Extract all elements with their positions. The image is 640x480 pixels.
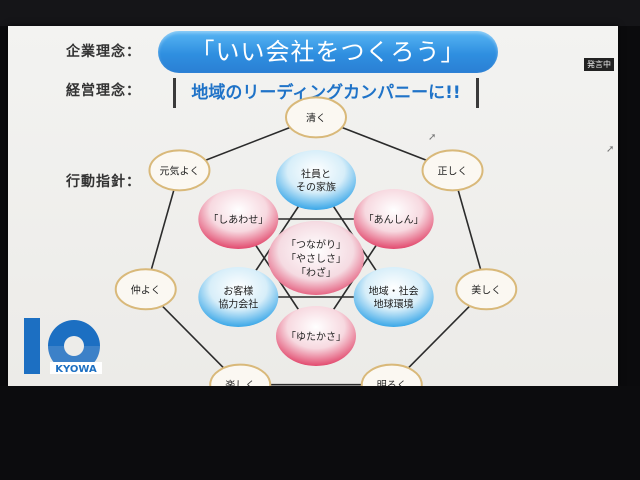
monitor-bezel-bottom bbox=[0, 386, 640, 480]
inner-node-label: 地球環境 bbox=[374, 298, 414, 311]
center-label: 「やさしさ」 bbox=[286, 253, 346, 265]
cursor-icon: ➚ bbox=[606, 144, 615, 155]
management-philosophy-banner: 地域のリーディングカンパニーに!! bbox=[173, 78, 479, 108]
presentation-screen: 企業理念： 「いい会社をつくろう」 経営理念： 地域のリーディングカンパニーに!… bbox=[8, 26, 618, 386]
value-circle: 「ゆたかさ」 bbox=[276, 306, 356, 366]
outer-node-label: 元気よく bbox=[159, 164, 199, 177]
inner-node-label: 社員と bbox=[301, 168, 331, 181]
value-circle: 「しあわせ」 bbox=[198, 189, 279, 249]
value-circle: 「あんしん」 bbox=[353, 189, 434, 249]
outer-node: 美しく bbox=[455, 268, 518, 311]
outer-nodes: 清く正しく美しく明るく 楽しく 仲よく 元気よく bbox=[114, 96, 518, 386]
outer-node-label: 明るく bbox=[377, 380, 407, 386]
outer-node-label: 清く bbox=[306, 111, 326, 124]
center-node: 「つながり」「やさしさ」「わざ」 bbox=[268, 221, 364, 295]
outer-node: 楽しく bbox=[209, 363, 272, 386]
inner-node-label: 「しあわせ」 bbox=[208, 214, 268, 226]
cursor-icon: ➚ bbox=[428, 132, 437, 143]
center-label: 「わざ」 bbox=[296, 266, 336, 279]
inner-node-label: 地域・社会 bbox=[369, 285, 419, 298]
inner-node-label: 「ゆたかさ」 bbox=[286, 331, 346, 343]
inner-node-label: その家族 bbox=[296, 181, 336, 194]
logo-text: KYOWA bbox=[55, 364, 97, 375]
inner-node-label: 「あんしん」 bbox=[364, 214, 424, 226]
kyowa-logo: KYOWA bbox=[24, 318, 102, 375]
management-philosophy-label: 経営理念： bbox=[66, 83, 141, 99]
outer-node-label: 仲よく bbox=[131, 283, 161, 296]
outer-node: 明るく bbox=[360, 363, 423, 386]
outer-node: 清く bbox=[285, 96, 347, 139]
logo-arc bbox=[48, 320, 100, 346]
status-badge: 発言中 bbox=[584, 58, 614, 71]
outer-node-label: 楽しく bbox=[225, 379, 255, 386]
management-philosophy-text: 地域のリーディングカンパニーに!! bbox=[191, 83, 461, 103]
monitor-bezel-top bbox=[0, 0, 640, 26]
corporate-philosophy-label: 企業理念： bbox=[66, 44, 141, 60]
outer-node: 元気よく bbox=[148, 149, 211, 192]
action-guidelines-diagram: 清く正しく美しく明るく楽しく仲よく元気よく 社員とその家族「あんしん」地域・社会… bbox=[114, 96, 518, 386]
logo-bar bbox=[24, 318, 40, 374]
action-guidelines-label: 行動指針： bbox=[66, 174, 141, 190]
outer-node: 仲よく bbox=[114, 268, 177, 311]
center-label: 「つながり」 bbox=[286, 238, 346, 251]
inner-node-label: お客様 bbox=[223, 285, 253, 298]
outer-node-label: 美しく bbox=[471, 283, 501, 296]
inner-node-label: 協力会社 bbox=[218, 298, 258, 311]
corporate-philosophy-banner: 「いい会社をつくろう」 bbox=[158, 31, 498, 73]
outer-node: 正しく bbox=[421, 149, 484, 192]
outer-node-label: 正しく bbox=[438, 165, 468, 177]
inner-nodes: 社員とその家族「あんしん」地域・社会地球環境「ゆたかさ」お客様協力会社「しあわせ… bbox=[198, 150, 434, 366]
center-circle: 「つながり」「やさしさ」「わざ」 bbox=[268, 221, 364, 295]
